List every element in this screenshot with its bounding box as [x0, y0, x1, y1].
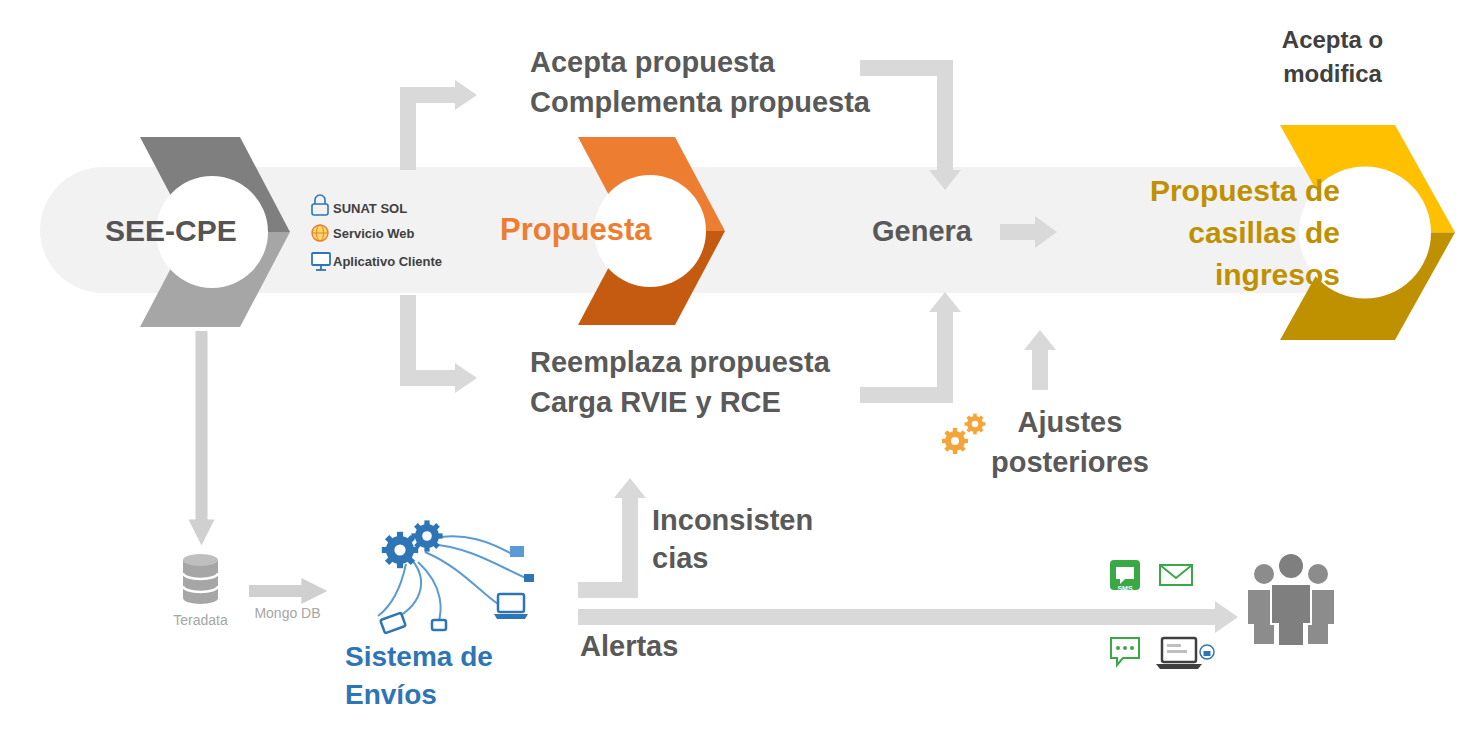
arrow-head	[614, 478, 646, 498]
merge-arrow	[860, 68, 945, 172]
channel-label: Aplicativo Cliente	[333, 254, 442, 270]
arrow-heads	[455, 80, 1238, 633]
phone-icon	[524, 574, 534, 582]
sms-bubble	[1116, 567, 1134, 584]
channel-label: SUNAT SOL	[333, 201, 407, 217]
tablet-icon	[380, 613, 405, 634]
branch-arrow	[408, 95, 457, 170]
branch-label: Reemplaza propuesta Carga RVIE y RCE	[530, 342, 870, 422]
user-head	[1254, 564, 1274, 584]
laptop-line	[1167, 650, 1187, 653]
chat-dot	[1123, 646, 1127, 650]
step-label: Genera	[872, 213, 972, 249]
lock-shackle	[315, 195, 325, 204]
network-line	[392, 560, 421, 620]
proposal-chevron: Propuesta	[495, 137, 730, 325]
node-title: Propuesta de casillas de ingresos	[1095, 170, 1340, 296]
laptop-lock-body	[1204, 651, 1211, 656]
flow-connector	[249, 585, 304, 597]
block-arrows	[408, 68, 1217, 617]
node-heading: Acepta o modifica	[1260, 23, 1405, 90]
mail-flap	[1160, 565, 1192, 578]
phone-icon	[432, 620, 446, 630]
arrow-head	[1035, 216, 1057, 248]
arrow-head	[455, 363, 477, 393]
monitor-icon	[312, 253, 330, 270]
inconsistency-arrow	[578, 496, 630, 590]
gear-icon	[942, 414, 985, 454]
user-body	[1271, 584, 1311, 646]
globe-icon	[312, 225, 328, 241]
arrow-head	[929, 292, 961, 312]
mail-icon	[1160, 565, 1192, 585]
gear-hub	[972, 421, 978, 427]
laptop-line	[1167, 644, 1181, 647]
dispatch-system: Sistema de Envíos	[330, 512, 550, 716]
node-title: Propuesta	[500, 211, 652, 250]
globe-equator	[312, 233, 328, 234]
laptop-base	[494, 614, 528, 619]
alert-arrow	[578, 609, 1217, 625]
laptop-icon	[1156, 638, 1214, 669]
lock-icon	[312, 195, 328, 215]
network-line	[434, 536, 512, 554]
network-line	[418, 562, 441, 624]
network-line	[378, 564, 406, 616]
laptop-base	[1156, 664, 1202, 669]
chat-icon	[1111, 638, 1139, 665]
branch-arrow	[408, 295, 457, 378]
chat-dot	[1116, 646, 1120, 650]
adjust-label: Ajustes posteriores	[975, 402, 1165, 482]
branch-label: Acepta propuesta Complementa propuesta	[530, 42, 915, 122]
adjust-arrow	[1032, 348, 1048, 390]
gear-hub	[951, 437, 959, 445]
gear-wheel	[967, 416, 983, 432]
database-body	[183, 560, 218, 604]
flow-connector	[196, 331, 208, 522]
globe-circle	[312, 225, 328, 241]
gear-hub	[422, 531, 432, 541]
arrow-head	[1024, 330, 1056, 350]
icon-text: SMS	[1110, 585, 1140, 592]
chat-bubble	[1111, 638, 1139, 665]
source-chevron: SEE-CPE	[100, 137, 295, 327]
laptop-icon	[498, 594, 524, 612]
laptop-screen	[1162, 638, 1196, 662]
channel-label: Servicio Web	[333, 226, 414, 242]
lock-body	[312, 204, 328, 215]
gear-wheel	[945, 431, 965, 451]
arrow-head	[1215, 601, 1238, 633]
user-head	[1278, 553, 1304, 579]
laptop-lock	[1200, 645, 1214, 659]
flow-label: Inconsisten cias	[652, 502, 842, 577]
mail-envelope	[1160, 565, 1192, 585]
node-caption: Teradata	[158, 612, 243, 630]
user-head	[1308, 564, 1328, 584]
database-top	[183, 554, 218, 566]
merge-arrow	[860, 310, 945, 395]
users-icon	[1248, 553, 1334, 646]
generate-arrow	[1000, 224, 1037, 240]
chat-dot	[1130, 646, 1134, 650]
gear-hub	[394, 544, 405, 555]
monitor-screen	[312, 253, 330, 265]
arrow-head	[455, 80, 477, 110]
connector-label: Mongo DB	[252, 605, 322, 623]
flow-label: Alertas	[580, 628, 678, 664]
arrow-head	[929, 170, 961, 190]
desktop-icon	[510, 546, 524, 557]
income-chevron: Acepta o modificaPropuesta de casillas d…	[1095, 20, 1460, 345]
monitor-base	[316, 269, 326, 271]
node-title: SEE-CPE	[105, 212, 237, 250]
database-stripe	[183, 586, 218, 592]
gear-wheel	[415, 524, 439, 548]
node-title: Sistema de Envíos	[345, 638, 540, 714]
database-node: Teradata	[158, 548, 245, 634]
network-line	[430, 544, 526, 578]
gear-wheel	[386, 536, 414, 564]
database-stripe	[183, 573, 218, 579]
